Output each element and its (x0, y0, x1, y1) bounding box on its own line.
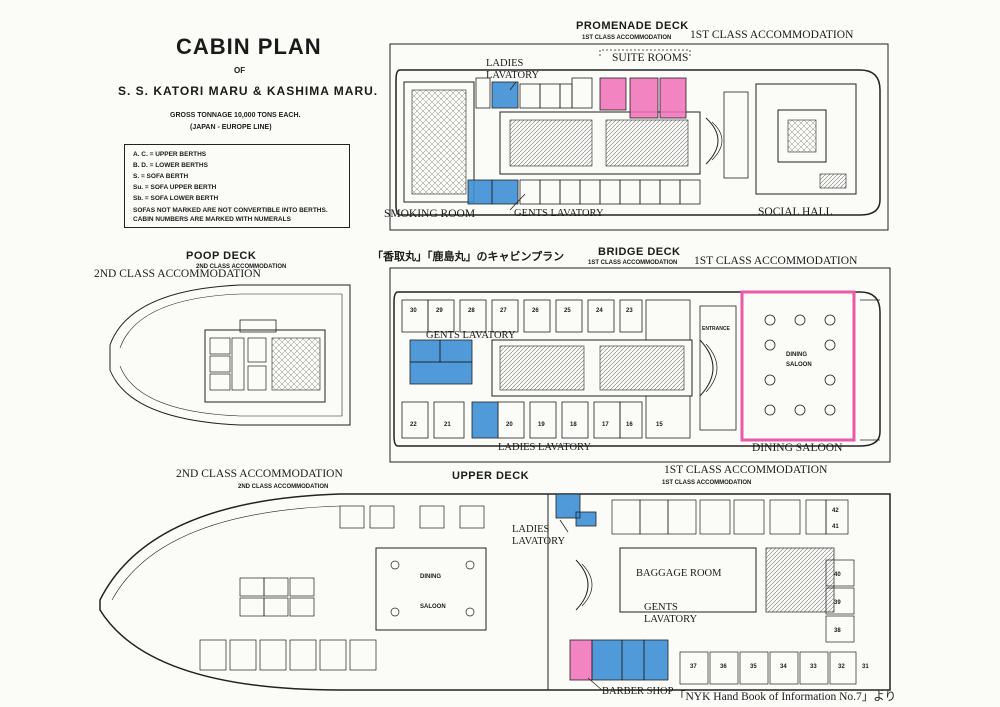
suite-room-fill (600, 78, 626, 110)
cabin-number: 34 (780, 664, 787, 670)
social-hall-label: SOCIAL HALL (758, 206, 833, 218)
gents-lavatory-upper-fill (592, 640, 622, 680)
upper-deck-plan (99, 493, 891, 691)
cabin-number: 42 (832, 508, 839, 514)
cabin-number: 37 (690, 664, 697, 670)
gents-lavatory-label: GENTS LAVATORY (514, 208, 604, 219)
bridge-dining-inner: DINING (786, 352, 807, 358)
cabin-number: 23 (626, 308, 633, 314)
plan-of: OF (234, 66, 246, 75)
cabin-number: 40 (834, 572, 841, 578)
bridge-deck-plan (389, 267, 891, 463)
ladies-lavatory-promenade-fill (492, 82, 518, 108)
legend-row: A. C. = UPPER BERTHS (133, 151, 207, 158)
cabin-number: 24 (596, 308, 603, 314)
ship-names: S. S. KATORI MARU & KASHIMA MARU. (118, 84, 379, 98)
upper-class1-sub: 1ST CLASS ACCOMMODATION (662, 480, 752, 486)
legend-row: Sb. = SOFA LOWER BERTH (133, 195, 219, 202)
gross-tonnage: GROSS TONNAGE 10,000 TONS EACH. (170, 112, 301, 119)
legend-box: A. C. = UPPER BERTHS B. D. = LOWER BERTH… (124, 144, 350, 228)
japanese-title: 「香取丸」「鹿島丸」のキャビンプラン (372, 250, 565, 263)
cabin-number: 27 (500, 308, 507, 314)
legend-row: S. = SOFA BERTH (133, 173, 189, 180)
bridge-ladies-lavatory-label: LADIES LAVATORY (498, 442, 592, 453)
cabin-number: 35 (750, 664, 757, 670)
upper-saloon-inner: SALOON (420, 604, 446, 610)
cabin-number: 16 (626, 422, 633, 428)
plan-title: CABIN PLAN (176, 34, 322, 59)
smoking-room-label: SMOKING ROOM (384, 208, 476, 220)
dining-saloon-label: DINING SALOON (752, 442, 843, 454)
suite-room-fill (660, 78, 686, 118)
cabin-number: 18 (570, 422, 577, 428)
barber-shop-fill (570, 640, 592, 680)
ladies-lavatory-label: LADIES LAVATORY (486, 58, 540, 81)
cabin-number: 33 (810, 664, 817, 670)
cabin-number: 36 (720, 664, 727, 670)
cabin-number: 19 (538, 422, 545, 428)
cabin-number: 31 (862, 664, 869, 670)
gents-lavatory-promenade-fill (468, 180, 518, 204)
bridge-class-label: 1ST CLASS ACCOMMODATION (694, 255, 858, 267)
poop-class-label: 2ND CLASS ACCOMMODATION (94, 268, 261, 280)
cabin-number: 28 (468, 308, 475, 314)
upper-class2-label: 2ND CLASS ACCOMMODATION (176, 468, 343, 480)
legend-row: B. D. = LOWER BERTHS (133, 162, 208, 169)
cabin-number: 39 (834, 600, 841, 606)
poop-deck-plan (109, 284, 351, 426)
cabin-number: 32 (838, 664, 845, 670)
upper-ladies-lavatory-label: LADIES LAVATORY (512, 524, 566, 547)
upper-class1-label: 1ST CLASS ACCOMMODATION (664, 464, 828, 476)
cabin-number: 29 (436, 308, 443, 314)
source-citation: 「NYK Hand Book of Information No.7」より (674, 691, 897, 703)
bridge-deck-sub: 1ST CLASS ACCOMMODATION (588, 260, 678, 266)
dining-saloon-outline (740, 290, 856, 442)
ladies-lavatory-bridge-fill (472, 402, 498, 438)
cabin-number: 38 (834, 628, 841, 634)
barber-shop-label: BARBER SHOP (602, 686, 674, 697)
upper-deck-name: UPPER DECK (452, 470, 530, 482)
bridge-saloon-inner: SALOON (786, 362, 812, 368)
legend-note-cabins: CABIN NUMBERS ARE MARKED WITH NUMERALS (133, 216, 291, 223)
upper-gents-lavatory-label: GENTS LAVATORY (644, 602, 698, 625)
suite-rooms-label: SUITE ROOMS (612, 52, 689, 64)
route-line: (JAPAN - EUROPE LINE) (190, 124, 272, 131)
promenade-class-label: 1ST CLASS ACCOMMODATION (690, 29, 854, 41)
gents-lavatory-upper-fill (622, 640, 668, 680)
promenade-deck-sub: 1ST CLASS ACCOMMODATION (582, 35, 672, 41)
ladies-lavatory-upper-fill (576, 512, 596, 526)
cabin-number: 25 (564, 308, 571, 314)
promenade-deck-name: PROMENADE DECK (576, 20, 689, 32)
cabin-number: 26 (532, 308, 539, 314)
cabin-number: 30 (410, 308, 417, 314)
legend-note-sofas: SOFAS NOT MARKED ARE NOT CONVERTIBLE INT… (133, 207, 328, 214)
cabin-number: 22 (410, 422, 417, 428)
upper-class2-sub: 2ND CLASS ACCOMMODATION (238, 484, 329, 490)
bridge-entrance-label: ENTRANCE (702, 326, 730, 332)
promenade-deck-plan (389, 43, 889, 231)
bridge-gents-lavatory-label: GENTS LAVATORY (426, 330, 516, 341)
cabin-number: 41 (832, 524, 839, 530)
poop-deck-name: POOP DECK (186, 250, 257, 262)
baggage-room-label: BAGGAGE ROOM (636, 568, 722, 579)
bridge-deck-name: BRIDGE DECK (598, 246, 681, 258)
cabin-number: 20 (506, 422, 513, 428)
cabin-number: 17 (602, 422, 609, 428)
suite-room-fill (630, 78, 658, 118)
poop-deck-sub: 2ND CLASS ACCOMMODATION (196, 264, 287, 270)
upper-dining-inner: DINING (420, 574, 441, 580)
legend-row: Su. = SOFA UPPER BERTH (133, 184, 217, 191)
cabin-number: 15 (656, 422, 663, 428)
cabin-number: 21 (444, 422, 451, 428)
